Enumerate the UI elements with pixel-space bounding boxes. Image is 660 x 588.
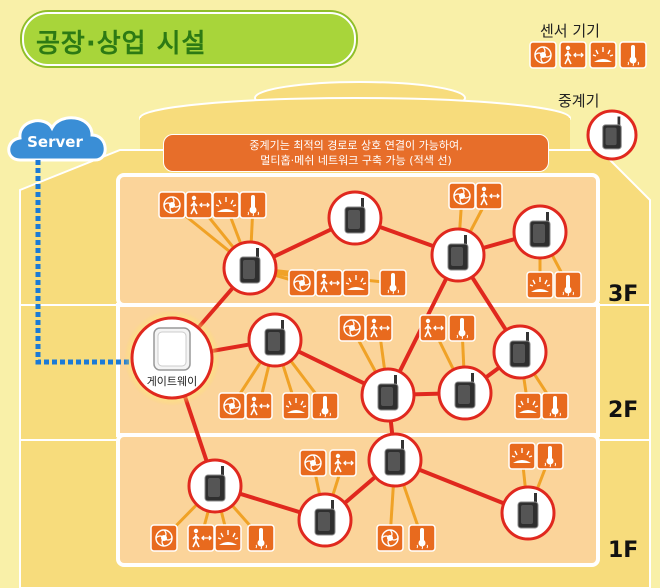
legend-sensor-label: 센서 기기 — [540, 22, 600, 40]
motion-sensor-icon — [475, 182, 503, 210]
fan-sensor-icon — [288, 269, 316, 297]
motion-sensor-icon — [315, 269, 343, 297]
temp-sensor-icon — [619, 41, 647, 69]
banner-line-1: 중계기는 최적의 경로로 상호 연결이 가능하여, — [249, 139, 463, 152]
motion-sensor-icon — [329, 449, 357, 477]
gateway-device — [124, 310, 220, 406]
sensor-devices — [150, 182, 582, 552]
fan-sensor-icon — [338, 314, 366, 342]
relay-device-icon — [327, 190, 383, 246]
fan-sensor-icon — [218, 392, 246, 420]
light-sensor-icon — [212, 191, 240, 219]
gateway-label: 게이트웨이 — [146, 375, 198, 388]
relay-device-icon — [500, 485, 556, 541]
motion-sensor-icon — [185, 191, 213, 219]
info-banner: 중계기는 최적의 경로로 상호 연결이 가능하여, 멀티홉·메쉬 네트워크 구축… — [163, 134, 549, 172]
relay-device-icon — [586, 109, 638, 161]
relay-device-icon — [512, 204, 568, 260]
temp-sensor-icon — [554, 271, 582, 299]
server-label: Server — [27, 133, 83, 151]
floor-label-3f: 3F — [608, 282, 639, 307]
relay-device-icon — [222, 240, 278, 296]
page-title: 공장·상업 시설 — [36, 29, 207, 59]
relay-device-icon — [297, 492, 353, 548]
motion-sensor-icon — [559, 41, 587, 69]
fan-sensor-icon — [299, 449, 327, 477]
cloud-server-icon — [7, 116, 107, 162]
relay-device-icon — [437, 365, 493, 421]
temp-sensor-icon — [408, 524, 436, 552]
legend-relay-label: 중계기 — [558, 92, 600, 110]
temp-sensor-icon — [541, 392, 569, 420]
server-gateway-link — [35, 160, 132, 365]
light-sensor-icon — [526, 271, 554, 299]
motion-sensor-icon — [419, 314, 447, 342]
temp-sensor-icon — [239, 191, 267, 219]
temp-sensor-icon — [448, 314, 476, 342]
motion-sensor-icon — [365, 314, 393, 342]
relay-devices — [187, 190, 568, 548]
light-sensor-icon — [508, 442, 536, 470]
relay-device-icon — [367, 432, 423, 488]
fan-sensor-icon — [376, 524, 404, 552]
title-badge: 공장·상업 시설 — [22, 12, 356, 66]
relay-device-icon — [247, 312, 303, 368]
fan-sensor-icon — [529, 41, 557, 69]
motion-sensor-icon — [245, 392, 273, 420]
relay-device-icon — [187, 458, 243, 514]
relay-device-icon — [360, 367, 416, 423]
legend-icons — [529, 41, 647, 161]
light-sensor-icon — [514, 392, 542, 420]
light-sensor-icon — [589, 41, 617, 69]
relay-device-icon — [430, 227, 486, 283]
floor-label-2f: 2F — [608, 398, 639, 423]
fan-sensor-icon — [158, 191, 186, 219]
temp-sensor-icon — [311, 392, 339, 420]
light-sensor-icon — [282, 392, 310, 420]
light-sensor-icon — [342, 269, 370, 297]
temp-sensor-icon — [247, 524, 275, 552]
light-sensor-icon — [214, 524, 242, 552]
temp-sensor-icon — [379, 269, 407, 297]
floor-label-1f: 1F — [608, 538, 639, 563]
motion-sensor-icon — [187, 524, 215, 552]
fan-sensor-icon — [150, 524, 178, 552]
fan-sensor-icon — [448, 182, 476, 210]
relay-device-icon — [492, 324, 548, 380]
banner-line-2: 멀티홉·메쉬 네트워크 구축 가능 (적색 선) — [260, 154, 452, 167]
temp-sensor-icon — [536, 442, 564, 470]
